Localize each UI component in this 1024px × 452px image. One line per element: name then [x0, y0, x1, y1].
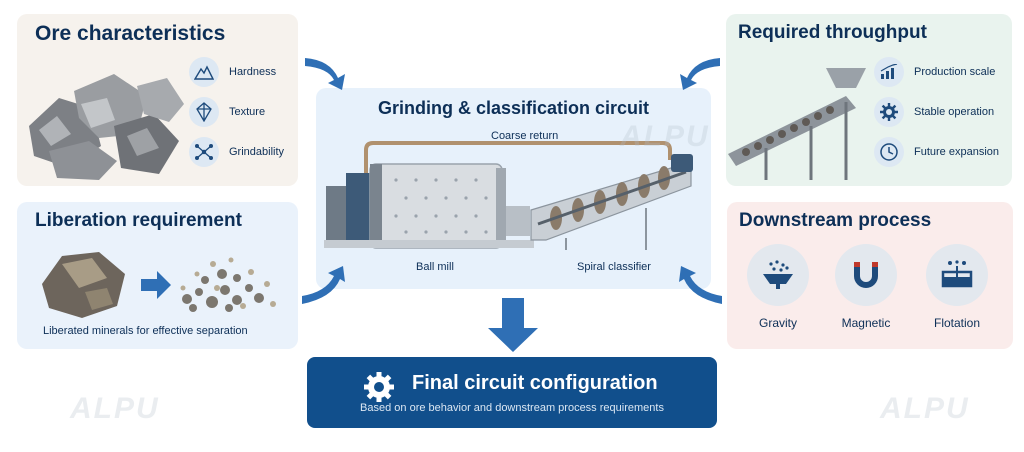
- final-circuit-subtitle: Based on ore behavior and downstream pro…: [360, 402, 664, 414]
- ore-characteristics-title: Ore characteristics: [35, 22, 226, 45]
- throughput-feature-stable-operation: Stable operation: [874, 97, 994, 127]
- liberation-requirement-title: Liberation requirement: [35, 210, 242, 231]
- watermark-logo: ALPU: [880, 392, 970, 425]
- gear-icon: [874, 97, 904, 127]
- ball-mill-image: [324, 163, 534, 249]
- arrow-liberation-to-circuit: [302, 266, 345, 304]
- conveyor-image: [728, 68, 866, 180]
- arrow-right-icon: [141, 271, 171, 299]
- ore-rocks-image: [29, 74, 184, 180]
- spiral-classifier-label: Spiral classifier: [577, 261, 651, 273]
- arrow-down-to-final: [488, 298, 538, 352]
- ore-feature-texture: Texture: [189, 97, 265, 127]
- gravity-sluice-icon: [747, 244, 809, 306]
- coarse-return-pipe: [364, 141, 672, 178]
- liberation-caption: Liberated minerals for effective separat…: [43, 325, 248, 337]
- flotation-label: Flotation: [933, 316, 981, 330]
- ore-feature-hardness: Hardness: [189, 57, 276, 87]
- mountain-icon: [189, 57, 219, 87]
- grinding-circuit-title: Grinding & classification circuit: [377, 98, 650, 118]
- arrow-throughput-to-circuit: [680, 58, 720, 90]
- arrow-downstream-to-circuit: [679, 266, 722, 304]
- liberation-illustration: [42, 252, 276, 318]
- molecule-icon: [189, 137, 219, 167]
- downstream-process-panel: Downstream process Gravity Magnetic Flot…: [727, 202, 1013, 349]
- liberation-requirement-panel: Liberation requirement Liberated mineral…: [17, 202, 298, 349]
- throughput-feature-production-scale: Production scale: [874, 57, 995, 87]
- ore-characteristics-panel: Ore characteristics Hardness Texture Gri…: [17, 14, 298, 186]
- watermark-logo: ALPU: [620, 120, 710, 153]
- throughput-feature-future-expansion: Future expansion: [874, 137, 999, 167]
- circuit-illustration: [324, 141, 693, 250]
- grinding-circuit-panel: Grinding & classification circuit: [316, 88, 711, 289]
- spiral-classifier-image: [530, 154, 693, 250]
- magnet-icon: [835, 244, 897, 306]
- final-circuit-configuration-box: Final circuit configuration Based on ore…: [307, 357, 717, 428]
- flotation-cell-icon: [926, 244, 988, 306]
- gear-icon: [364, 372, 394, 402]
- gravity-label: Gravity: [758, 316, 797, 330]
- arrow-ore-to-circuit: [305, 58, 345, 90]
- final-circuit-title: Final circuit configuration: [412, 372, 658, 394]
- magnetic-label: Magnetic: [841, 316, 891, 330]
- ball-mill-label: Ball mill: [416, 261, 454, 273]
- required-throughput-title: Required throughput: [738, 22, 927, 43]
- crystal-icon: [189, 97, 219, 127]
- bar-chart-icon: [874, 57, 904, 87]
- ore-feature-grindability: Grindability: [189, 137, 284, 167]
- required-throughput-panel: Required throughput Production scale Sta…: [726, 14, 1012, 186]
- downstream-process-title: Downstream process: [739, 210, 932, 231]
- watermark-logo: ALPU: [70, 392, 160, 425]
- clock-icon: [874, 137, 904, 167]
- coarse-return-label: Coarse return: [491, 130, 559, 142]
